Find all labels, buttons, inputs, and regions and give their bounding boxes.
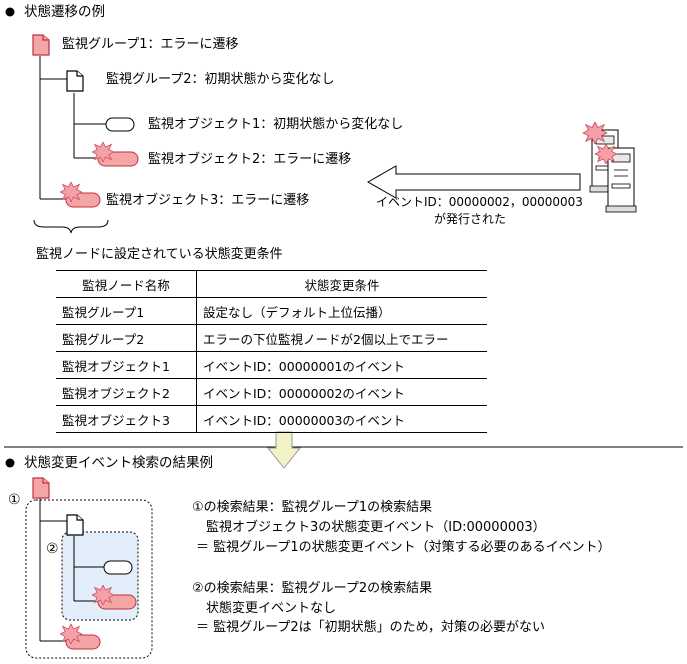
result-tree-lines — [39, 498, 104, 642]
table-row: 監視グループ2 エラーの下位監視ノードが2個以上でエラー — [56, 324, 487, 352]
node-label-object3: 監視オブジェクト3：エラーに遷移 — [106, 193, 310, 208]
table-cell: エラーの下位監視ノードが2個以上でエラー — [203, 331, 449, 347]
node-label-group2: 監視グループ2：初期状態から変化なし — [106, 72, 335, 87]
result1-line2: ＝ 監視グループ1の状態変更イベント（対策する必要のあるイベント） — [196, 540, 611, 555]
table-cell: 監視オブジェクト3 — [56, 405, 197, 433]
result-group2-folder-icon — [66, 514, 84, 536]
table-caption: 監視ノードに設定されている状態変更条件 — [36, 247, 283, 262]
section1-bullet-icon — [5, 7, 15, 17]
result2-title: ②の検索結果：監視グループ2の検索結果 — [192, 581, 433, 596]
result-object2-error-icon — [92, 585, 137, 610]
table-cell: イベントID：00000002のイベント — [203, 385, 405, 401]
tree-lines — [39, 56, 106, 200]
table-header-row: 監視ノード名称 状態変更条件 — [56, 270, 487, 298]
section2-bullet-icon — [5, 458, 15, 468]
section2-title: 状態変更イベント検索の結果例 — [24, 455, 213, 471]
table-cell: イベントID：00000001のイベント — [203, 358, 405, 374]
result-object1-normal-icon — [103, 560, 133, 575]
event-arrow-icon — [366, 165, 581, 199]
result-object3-error-icon — [60, 624, 101, 650]
table-cell: 監視オブジェクト1 — [56, 351, 197, 379]
table-cell: 監視オブジェクト2 — [56, 378, 197, 406]
table-header-cell: 状態変更条件 — [304, 277, 380, 293]
table-header-cell: 監視ノード名称 — [56, 270, 197, 298]
tree-brace — [33, 219, 109, 234]
table-cell: 監視グループ1 — [56, 297, 197, 325]
result1-line1: 監視オブジェクト3の状態変更イベント（ID:00000003） — [206, 520, 546, 535]
marker-2: ② — [46, 541, 59, 557]
section1-title: 状態遷移の例 — [24, 4, 105, 20]
result1-title: ①の検索結果：監視グループ1の検索結果 — [192, 500, 433, 515]
event-id-text: イベントID：00000002，00000003 — [376, 195, 583, 209]
terminal-devices-icon — [582, 122, 637, 213]
node-label-object1: 監視オブジェクト1：初期状態から変化なし — [148, 117, 404, 132]
result2-line2: ＝ 監視グループ2は「初期状態」のため，対策の必要がない — [196, 620, 545, 635]
object3-error-icon — [60, 182, 101, 208]
table-row: 監視オブジェクト1 イベントID：00000001のイベント — [56, 351, 487, 379]
table-row: 監視オブジェクト2 イベントID：00000002のイベント — [56, 378, 487, 406]
object2-error-icon — [92, 142, 139, 167]
group2-folder-icon — [66, 70, 84, 92]
result-group1-folder-icon — [32, 477, 50, 499]
table-row: 監視グループ1 設定なし（デフォルト上位伝播） — [56, 297, 487, 325]
table-row: 監視オブジェクト3 イベントID：00000003のイベント — [56, 405, 487, 433]
node-label-object2: 監視オブジェクト2：エラーに遷移 — [148, 152, 352, 167]
marker-1: ① — [8, 492, 21, 508]
table-cell: イベントID：00000003のイベント — [203, 412, 405, 428]
table-cell: 監視グループ2 — [56, 324, 197, 352]
down-arrow-icon — [266, 431, 302, 469]
node-label-group1: 監視グループ1：エラーに遷移 — [62, 37, 239, 52]
event-issued-text: が発行された — [434, 212, 507, 226]
table-cell: 設定なし（デフォルト上位伝播） — [203, 304, 391, 320]
group1-folder-icon — [32, 34, 50, 56]
condition-table: 監視ノード名称 状態変更条件 監視グループ1 設定なし（デフォルト上位伝播） 監… — [56, 270, 487, 433]
result2-line1: 状態変更イベントなし — [206, 601, 337, 616]
object1-normal-icon — [105, 117, 135, 132]
